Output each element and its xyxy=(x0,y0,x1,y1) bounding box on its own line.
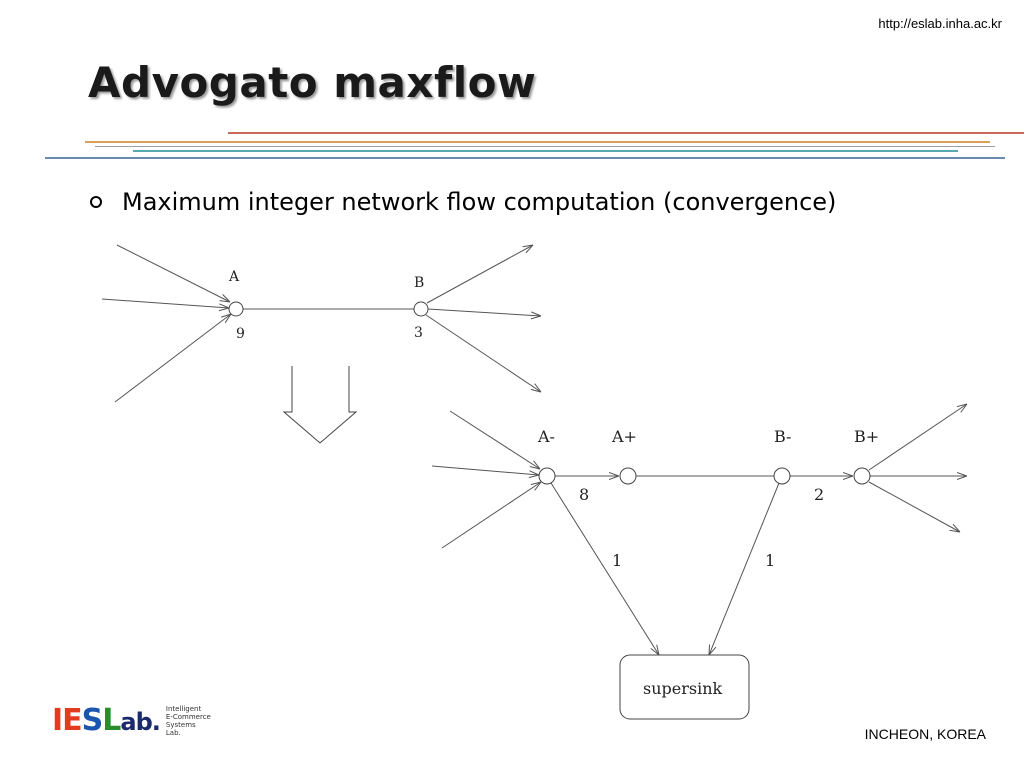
edge-a-capacity: 8 xyxy=(579,485,589,504)
header-url: http://eslab.inha.ac.kr xyxy=(878,16,1002,31)
node-a-capacity: 9 xyxy=(236,326,245,342)
logo-letters-ab: ab. xyxy=(120,708,160,736)
node-b-minus xyxy=(773,467,791,485)
edge-in-a-1 xyxy=(116,244,230,302)
slide-title: Advogato maxflow xyxy=(88,58,537,107)
bullet-text: Maximum integer network flow computation… xyxy=(122,188,837,216)
bullet-item: Maximum integer network flow computation… xyxy=(90,188,836,216)
sink-edge-b-capacity: 1 xyxy=(765,551,775,570)
sink-edge-a-capacity: 1 xyxy=(612,551,622,570)
node-b xyxy=(413,301,429,317)
edge-out-bplus-1 xyxy=(868,404,967,471)
edge-bminus-supersink xyxy=(709,482,780,655)
edge-in-aminus-1 xyxy=(449,410,540,469)
edge-in-a-3 xyxy=(114,314,231,403)
logo-side-line: Lab. xyxy=(165,728,181,737)
logo-side-line: E-Commerce xyxy=(165,712,211,721)
node-b-minus-label: B- xyxy=(774,427,791,446)
edge-out-b-3 xyxy=(425,314,541,392)
logo-letter-i: I xyxy=(52,703,63,738)
ieslab-logo: IESLab. Intelligent E-Commerce Systems L… xyxy=(52,703,211,738)
node-a-label: A xyxy=(228,269,240,285)
node-b-capacity: 3 xyxy=(414,325,423,341)
edge-out-b-1 xyxy=(426,245,533,304)
logo-side-text: Intelligent E-Commerce Systems Lab. xyxy=(166,705,211,737)
logo-side-line: Systems xyxy=(165,720,196,729)
node-b-label: B xyxy=(414,275,424,291)
node-a-minus-label: A- xyxy=(537,427,555,446)
node-a-plus xyxy=(619,467,637,485)
node-b-plus xyxy=(853,467,871,485)
node-b-plus-label: B+ xyxy=(854,427,879,446)
supersink-label: supersink xyxy=(643,679,723,698)
logo-side-line: Intelligent xyxy=(165,704,202,713)
footer-location: INCHEON, KOREA xyxy=(864,726,986,742)
title-rule-blue xyxy=(45,157,1005,159)
bullet-circle-icon xyxy=(90,196,102,208)
node-a-plus-label: A+ xyxy=(611,427,637,446)
node-a xyxy=(228,301,244,317)
edge-b-capacity: 2 xyxy=(814,485,824,504)
edge-in-a-2 xyxy=(101,298,229,308)
node-a-minus xyxy=(538,467,556,485)
transform-arrow-icon xyxy=(282,366,358,444)
edge-aminus-supersink xyxy=(550,482,659,655)
edge-in-aminus-3 xyxy=(441,482,541,549)
logo-letter-l: L xyxy=(102,703,121,738)
logo-wordmark: IESLab. xyxy=(52,703,161,738)
supersink-box xyxy=(619,654,750,720)
edge-in-aminus-2 xyxy=(431,465,539,475)
title-rule-red xyxy=(228,132,1024,134)
logo-letter-e: E xyxy=(62,703,82,738)
title-rule-gray xyxy=(95,146,995,147)
edge-out-bplus-3 xyxy=(868,481,960,532)
logo-letter-s: S xyxy=(81,703,104,738)
title-rule-teal xyxy=(133,150,958,152)
edge-out-b-2 xyxy=(427,308,541,316)
title-rule-orange xyxy=(85,141,990,143)
